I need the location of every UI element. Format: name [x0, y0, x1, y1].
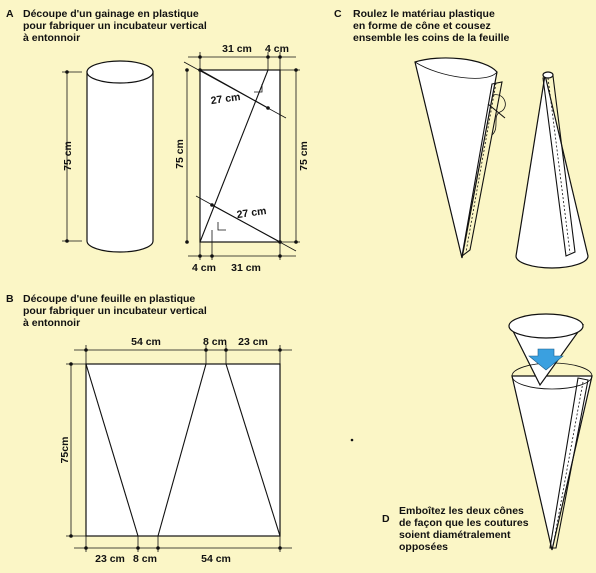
needle-thread-icon — [487, 94, 506, 136]
plastic-sheet-cut — [85, 363, 281, 537]
a-mid-height-label: 75 cm — [174, 139, 186, 169]
b-top-23-label: 23 cm — [238, 336, 268, 348]
a-right-height-dimension: 75 cm — [280, 68, 310, 244]
section-d-caption: D Emboîtez les deux cônes de façon que l… — [382, 505, 529, 553]
section-d-line-2: de façon que les coutures — [399, 517, 529, 529]
b-top-8-label: 8 cm — [203, 336, 227, 348]
a-right-height-label: 75 cm — [298, 141, 310, 171]
a-mid-height-dimension: 75 cm — [174, 68, 189, 244]
cone-rolled-right — [515, 71, 589, 269]
section-a-line-3: à entonnoir — [23, 32, 80, 44]
arrow-shape — [528, 348, 564, 371]
section-c-letter: C — [334, 8, 342, 20]
a-top-dimensions: 31 cm 4 cm — [188, 43, 296, 70]
section-b-line-3: à entonnoir — [23, 317, 80, 329]
b-top-54-label: 54 cm — [131, 336, 161, 348]
section-b-caption: B Découpe d'une feuille en plastique pou… — [6, 293, 207, 329]
section-c-line-1: Roulez le matériau plastique — [353, 8, 495, 20]
section-d-line-3: soient diamétralement — [399, 529, 511, 541]
a-diag-bottom-label: 27 cm — [236, 205, 267, 221]
a-left-height-label: 75 cm — [62, 141, 74, 171]
section-c-caption: C Roulez le matériau plastique en forme … — [334, 8, 510, 44]
section-a-caption: A Découpe d'un gainage en plastique pour… — [6, 8, 207, 44]
insert-down-arrow-icon — [528, 348, 564, 371]
section-c-line-3: ensemble les coins de la feuille — [353, 32, 510, 44]
a-diagonal-bottom-dimension: 27 cm — [195, 195, 297, 252]
b-bottom-8-label: 8 cm — [133, 553, 157, 565]
a-bottom-31-label: 31 cm — [231, 262, 261, 274]
a-bottom-4-label: 4 cm — [192, 262, 216, 274]
b-bottom-54-label: 54 cm — [201, 553, 231, 565]
section-a-letter: A — [6, 8, 14, 20]
a-diagonal-top-dimension: 27 cm — [183, 61, 287, 119]
section-d-line-4: opposées — [399, 541, 448, 553]
section-a-line-1: Découpe d'un gainage en plastique — [23, 8, 199, 20]
plastic-tube-cylinder — [86, 60, 154, 253]
a-diag-top-label: 27 cm — [210, 91, 241, 107]
a-top-4-label: 4 cm — [265, 43, 289, 55]
b-height-label: 75cm — [59, 437, 71, 464]
section-c-line-2: en forme de cône et cousez — [353, 20, 491, 32]
a-bottom-dimensions: 4 cm 31 cm — [188, 230, 296, 274]
section-d-line-1: Emboîtez les deux cônes — [399, 505, 524, 517]
section-b-line-1: Découpe d'une feuille en plastique — [23, 293, 195, 305]
section-d-letter: D — [382, 513, 390, 525]
stray-dot — [350, 438, 354, 442]
b-bottom-23-label: 23 cm — [95, 553, 125, 565]
section-a-line-2: pour fabriquer un incubateur vertical — [23, 20, 207, 32]
cone-rolled-left — [414, 57, 503, 259]
section-b-line-2: pour fabriquer un incubateur vertical — [23, 305, 207, 317]
section-b-letter: B — [6, 293, 14, 305]
a-top-31-label: 31 cm — [222, 43, 252, 55]
b-height-dimension: 75cm — [59, 362, 86, 538]
a-left-height-dimension: 75 cm — [62, 70, 82, 243]
b-top-dimensions: 54 cm 8 cm 23 cm — [74, 336, 292, 364]
b-bottom-dimensions: 23 cm 8 cm 54 cm — [74, 536, 292, 565]
